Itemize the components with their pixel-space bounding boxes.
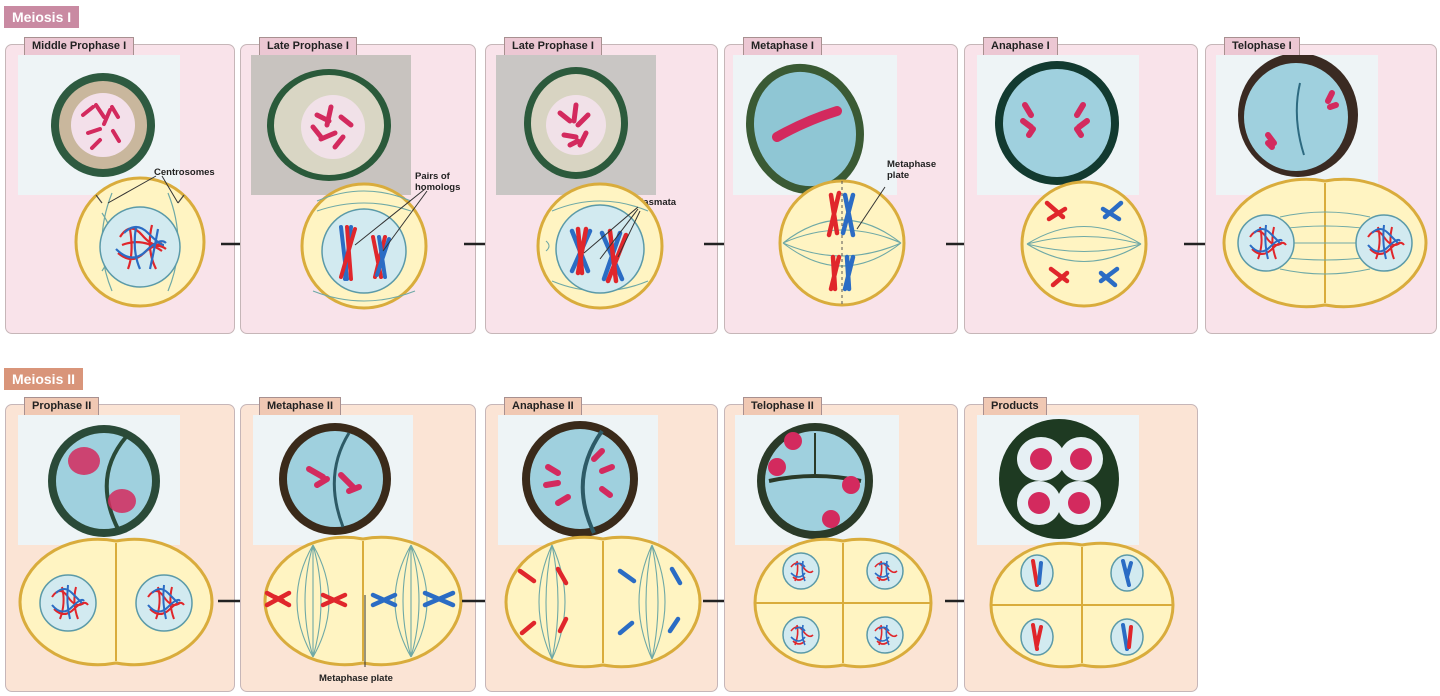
stage-panel-anaphase-1: Anaphase I — [964, 37, 1198, 334]
label-pairs-of-homologs: Pairs of homologs — [415, 171, 461, 193]
cell-diagram — [502, 535, 704, 669]
micrograph — [977, 55, 1139, 195]
stage-title: Telophase I — [1224, 37, 1300, 56]
label-centrosomes: Centrosomes — [154, 167, 215, 178]
label-metaphase-plate-2: Metaphase plate — [319, 673, 393, 684]
stage-title: Late Prophase I — [259, 37, 357, 56]
stage-title: Metaphase I — [743, 37, 822, 56]
stage-panel-prophase-2: Prophase II — [5, 397, 235, 692]
cell-diagram — [297, 181, 431, 311]
stage-panel-metaphase-2: Metaphase II Metaphase — [240, 397, 476, 692]
label-chiasmata: Chiasmata — [628, 197, 677, 208]
micrograph — [18, 415, 180, 545]
cell-diagram — [751, 537, 935, 669]
cell-diagram — [16, 537, 216, 667]
cell-diagram — [72, 173, 208, 311]
cell-diagram — [1019, 179, 1149, 309]
section-label-meiosis-2: Meiosis II — [4, 368, 84, 390]
stage-panel-telophase-2: Telophase II — [724, 397, 958, 692]
stage-title: Telophase II — [743, 397, 822, 416]
stage-panel-telophase-1: Telophase I — [1205, 37, 1437, 334]
micrograph — [498, 415, 658, 545]
label-metaphase-plate-1: Metaphase plate — [887, 159, 937, 181]
micrograph — [735, 415, 899, 545]
cell-diagram — [532, 181, 668, 311]
micrograph — [496, 55, 656, 195]
stage-title: Anaphase II — [504, 397, 582, 416]
micrograph — [253, 415, 413, 545]
cell-diagram — [1220, 177, 1430, 309]
stage-title: Metaphase II — [259, 397, 342, 416]
micrograph — [733, 55, 897, 195]
stage-panel-anaphase-2: Anaphase II — [485, 397, 718, 692]
cell-diagram — [987, 541, 1177, 669]
cell-diagram — [777, 177, 907, 309]
stage-panel-products: Products — [964, 397, 1198, 692]
stage-title: Products — [983, 397, 1047, 416]
stage-title: Late Prophase I — [504, 37, 602, 56]
micrograph — [1216, 55, 1378, 195]
stage-title: Prophase II — [24, 397, 100, 416]
micrograph — [977, 415, 1139, 545]
section-label-meiosis-1: Meiosis I — [4, 6, 80, 28]
stage-title: Anaphase I — [983, 37, 1058, 56]
cell-diagram — [261, 535, 465, 667]
micrograph — [18, 55, 180, 195]
micrograph — [251, 55, 411, 195]
stage-title: Middle Prophase I — [24, 37, 135, 56]
stage-panel-late-prophase-1a: Late Prophase I Pairs of homologs — [240, 37, 476, 334]
stage-panel-middle-prophase-1: Middle Prophase I Centrosomes — [5, 37, 235, 334]
stage-panel-metaphase-1: Metaphase I Metaphase plate — [724, 37, 958, 334]
stage-panel-late-prophase-1b: Late Prophase I Chiasmata — [485, 37, 718, 334]
